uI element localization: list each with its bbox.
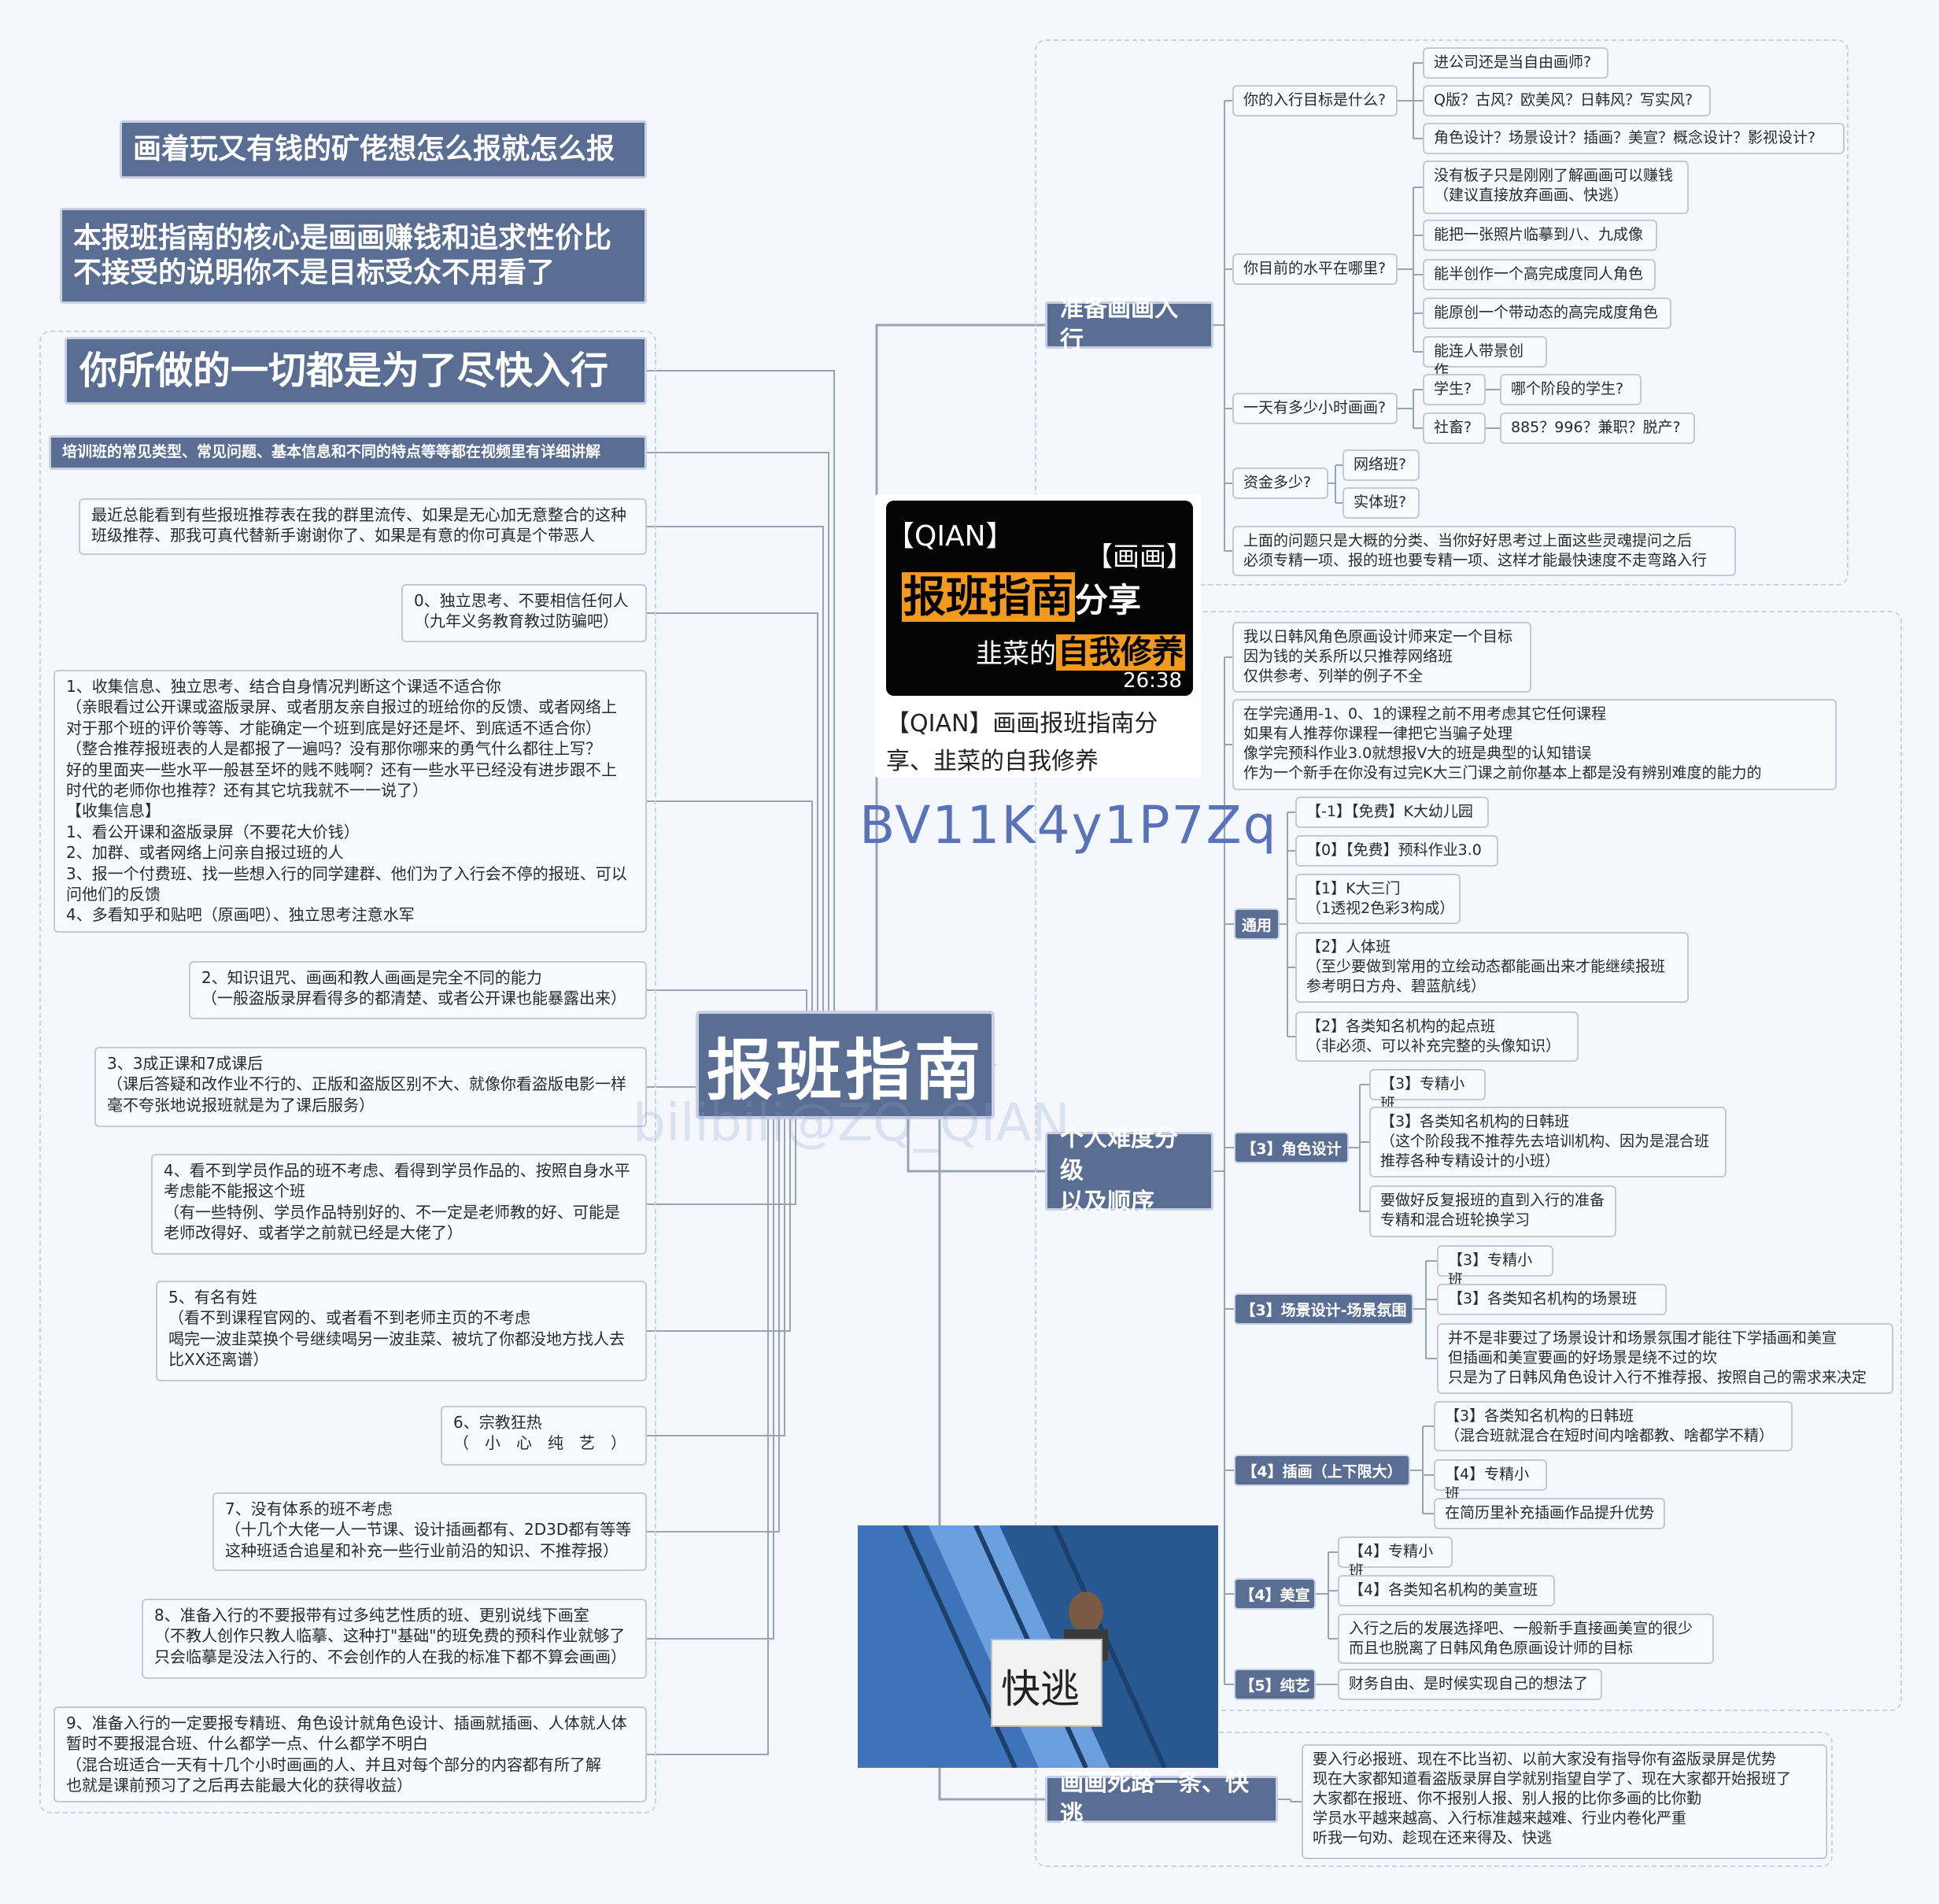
prepare-q1-item-2: 角色设计？场景设计？插画？美宣？概念设计？影视设计? — [1423, 123, 1845, 154]
illustration-item-0: 【3】各类知名机构的日韩班 （混合班就混合在短时间内啥都教、啥都学不精） — [1434, 1401, 1793, 1451]
general-item-2: 【1】K大三门 （1透视2色彩3构成） — [1295, 874, 1461, 924]
thumb-main-highlight: 报班指南 — [902, 572, 1075, 622]
left-item-6: 6、宗教狂热 （ 小 心 纯 艺 ） — [441, 1406, 647, 1466]
scene-item-2: 并不是非要过了场景设计和场景氛围才能往下学插画和美宣 但插画和美宣要画的好场景是… — [1437, 1323, 1893, 1394]
prepare-q4-online: 网络班? — [1343, 449, 1420, 481]
thumb-subtitle: 韭菜的自我修养 — [976, 627, 1185, 672]
prepare-q3: 一天有多少小时画画? — [1232, 393, 1398, 424]
connector-line — [907, 1119, 1045, 1173]
left-item-9: 9、准备入行的一定要报专精班、角色设计就角色设计、插画就插画、人体就人体 暂时不… — [54, 1706, 647, 1802]
prepare-q3-worker: 社畜? — [1423, 412, 1486, 444]
levels-note-goal: 我以日韩风角色原画设计师来定一个目标 因为钱的关系所以只推荐网络班 仅供参考、列… — [1232, 622, 1531, 693]
prepare-q2-item-2: 能半创作一个高完成度同人角色 — [1423, 259, 1656, 290]
scene-item-1: 【3】各类知名机构的场景班 — [1437, 1284, 1667, 1315]
connector-line — [647, 452, 829, 1066]
escape-group-frame — [1035, 1732, 1833, 1867]
thumb-sub-a: 韭菜的 — [976, 638, 1056, 670]
left-item-2: 2、知识诅咒、画画和教人画画是完全不同的能力 （一般盗版录屏看得多的都清楚、或者… — [189, 961, 647, 1019]
prepare-note: 上面的问题只是大概的分类、当你好好思考过上面这些灵魂提问之后 必须专精一项、报的… — [1232, 526, 1736, 576]
thumb-sub-b: 自我修养 — [1056, 634, 1185, 671]
central-topic: 报班指南 — [696, 1011, 995, 1119]
tag-character-design: 【3】角色设计 — [1234, 1132, 1349, 1163]
meme-sign-text: 快逃 — [1001, 1666, 1080, 1712]
tag-fine-art: 【5】纯艺 — [1234, 1669, 1316, 1700]
tag-promotion-art: 【4】美宣 — [1234, 1578, 1316, 1610]
tag-illustration: 【4】插画（上下限大） — [1234, 1455, 1410, 1486]
prepare-q4-offline: 实体班? — [1343, 487, 1420, 519]
connector-line — [647, 612, 818, 1066]
left-item-4: 4、看不到学员作品的班不考虑、看得到学员作品的、按照自身水平 考虑能不能报这个班… — [151, 1154, 647, 1255]
prepare-q4: 资金多少? — [1232, 468, 1328, 499]
tag-general: 通用 — [1234, 908, 1280, 940]
levels-group-frame — [1035, 611, 1902, 1711]
tag-scene-design: 【3】场景设计-场景氛围 — [1234, 1293, 1413, 1325]
branch-escape: 画画死路一条、快逃 — [1045, 1769, 1278, 1828]
branch-prepare: 准备画画入行 — [1045, 295, 1213, 354]
thumb-painting: 【画画】 — [1086, 542, 1193, 573]
prepare-q2-item-4: 能连人带景创作 — [1423, 336, 1547, 379]
scene-item-0: 【3】专精小班 — [1437, 1245, 1553, 1288]
video-thumbnail[interactable]: 【QIAN】 【画画】 报班指南分享 韭菜的自我修养 26:38 — [886, 501, 1193, 696]
prepare-q3-student-stage: 哪个阶段的学生? — [1500, 374, 1642, 405]
connector-line — [875, 323, 1045, 1011]
general-item-0: 【-1】【免费】K大幼儿园 — [1295, 797, 1489, 828]
character-item-2: 要做好反复报班的直到入行的准备 专精和混合班轮换学习 — [1369, 1185, 1616, 1237]
general-item-4: 【2】各类知名机构的起点班 （非必须、可以补充完整的头像知识） — [1295, 1011, 1579, 1062]
meme-image: 快逃 — [858, 1525, 1218, 1768]
promotion-item-2: 入行之后的发展选择吧、一般新手直接画美宣的很少 而且也脱离了日韩风角色原画设计师… — [1338, 1614, 1714, 1664]
left-item-8: 8、准备入行的不要报带有过多纯艺性质的班、更别说线下画室 （不教人创作只教人临摹… — [142, 1599, 647, 1679]
connector-line — [647, 526, 824, 1066]
thumb-main-title: 报班指南分享 — [902, 562, 1141, 624]
thumb-share: 分享 — [1075, 581, 1142, 619]
banner-rich-players: 画着玩又有钱的矿佬想怎么报就怎么报 — [120, 120, 647, 179]
promotion-item-0: 【4】专精小班 — [1338, 1536, 1453, 1580]
general-item-1: 【0】【免费】预科作业3.0 — [1295, 835, 1498, 867]
prepare-q1-item-0: 进公司还是当自由画师? — [1423, 47, 1608, 79]
connector-line — [647, 370, 835, 1066]
thumb-tag: 【QIAN】 — [886, 520, 1014, 553]
prepare-q2: 你目前的水平在哪里? — [1232, 253, 1398, 285]
character-item-0: 【3】专精小班 — [1369, 1069, 1486, 1112]
branch-levels: 个人难度分级 以及顺序 — [1045, 1125, 1213, 1216]
subheading-video-details: 培训班的常见类型、常见问题、基本信息和不同的特点等等都在视频里有详细讲解 — [49, 435, 647, 470]
left-group-frame — [39, 331, 656, 1813]
character-item-1: 【3】各类知名机构的日韩班 （这个阶段我不推荐先去培训机构、因为是混合班 推荐各… — [1369, 1107, 1727, 1178]
prepare-q1-item-1: Q版？古风？欧美风？日韩风？写实风? — [1423, 85, 1711, 116]
illustration-item-2: 在简历里补充插画作品提升优势 — [1434, 1498, 1665, 1529]
meme-building-icon — [858, 1525, 1218, 1768]
heading-enter-industry: 你所做的一切都是为了尽快入行 — [65, 337, 647, 405]
fine-art-item: 财务自由、是时候实现自己的想法了 — [1338, 1669, 1602, 1700]
video-card[interactable]: 【QIAN】 【画画】 报班指南分享 韭菜的自我修养 26:38 【QIAN】画… — [875, 494, 1201, 778]
left-item-1: 1、收集信息、独立思考、结合自身情况判断这个课适不适合你 （亲眼看过公开课或盗版… — [54, 670, 647, 933]
prepare-q3-student: 学生? — [1423, 374, 1486, 405]
left-item-5: 5、有名有姓 （看不到课程官网的、或者看不到老师主页的不考虑 喝完一波韭菜换个号… — [156, 1281, 647, 1381]
left-item-3: 3、3成正课和7成课后 （课后答疑和改作业不行的、正版和盗版区别不大、就像你看盗… — [94, 1047, 647, 1127]
prepare-q2-item-1: 能把一张照片临摹到八、九成像 — [1423, 220, 1657, 251]
left-item-7: 7、没有体系的班不考虑 （十几个大佬一人一节课、设计插画都有、2D3D都有等等 … — [212, 1492, 647, 1571]
video-title[interactable]: 【QIAN】画画报班指南分 享、韭菜的自我修养 — [886, 710, 1158, 775]
video-duration: 26:38 — [1123, 669, 1182, 693]
prepare-q3-worker-schedule: 885？996？兼职？脱产? — [1500, 412, 1695, 444]
connector-line — [938, 1119, 1045, 1801]
illustration-item-1: 【4】专精小班 — [1434, 1459, 1547, 1503]
intro-note: 最近总能看到有些报班推荐表在我的群里流传、如果是无心加无意整合的这种 班级推荐、… — [79, 498, 647, 555]
banner-core-message: 本报班指南的核心是画画赚钱和追求性价比 不接受的说明你不是目标受众不用看了 — [60, 208, 647, 304]
left-item-0: 0、独立思考、不要相信任何人 （九年义务教育教过防骗吧） — [401, 584, 647, 642]
connector-line — [995, 1064, 996, 1066]
prepare-q1: 你的入行目标是什么? — [1232, 85, 1398, 116]
prepare-q2-item-3: 能原创一个带动态的高完成度角色 — [1423, 298, 1671, 329]
prepare-group-frame — [1035, 39, 1849, 586]
general-item-3: 【2】人体班 （至少要做到常用的立绘动态都能画出来才能继续报班 参考明日方舟、碧… — [1295, 932, 1689, 1003]
escape-note: 要入行必报班、现在不比当初、以前大家没有指导你有盗版录屏是优势 现在大家都知道看… — [1302, 1744, 1827, 1859]
bv-id[interactable]: BV11K4y1P7Zq — [859, 795, 1278, 856]
levels-note-order: 在学完通用-1、0、1的课程之前不用考虑其它任何课程 如果有人推荐你课程一律把它… — [1232, 699, 1837, 790]
connector-line — [647, 1064, 769, 1755]
prepare-q2-item-0: 没有板子只是刚刚了解画画可以赚钱 （建议直接放弃画画、快逃） — [1423, 161, 1689, 214]
watermark: bilibili@ZQ_QIAN — [633, 1092, 1070, 1153]
promotion-item-1: 【4】各类知名机构的美宣班 — [1338, 1575, 1555, 1606]
